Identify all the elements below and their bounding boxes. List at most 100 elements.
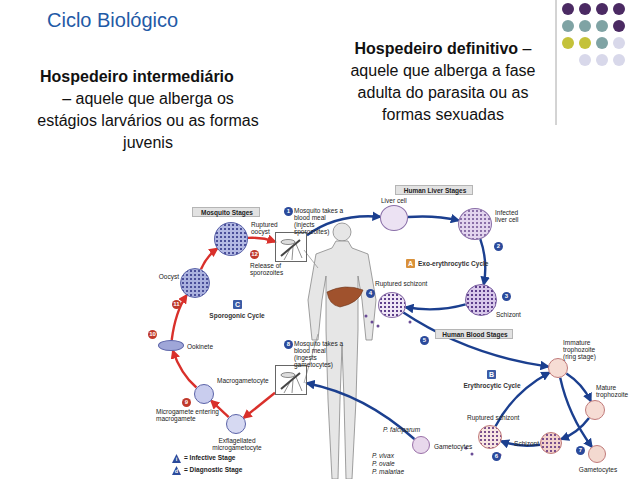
head: [333, 223, 351, 241]
definition-text: – aquele que alberga os estágios larvári…: [34, 88, 262, 154]
dot-grid: [562, 3, 625, 66]
callout-number: 7: [576, 446, 585, 455]
cycle-arrow: [403, 313, 548, 367]
dot: [562, 3, 574, 15]
stage-label: Schizont: [511, 440, 539, 447]
mosquito-wing: [281, 373, 295, 378]
diagram-note: P. malariae: [372, 468, 412, 475]
dot: [613, 37, 625, 49]
dot: [579, 37, 591, 49]
callout-number: 11: [172, 300, 181, 309]
callout-number: 2: [494, 242, 503, 251]
stage-label: Oocyst: [157, 273, 179, 280]
cycle-arrow: [173, 351, 197, 388]
definition-block: Hospedeiro intermediário– aquele que alb…: [34, 66, 262, 154]
section-header: Human Blood Stages: [435, 329, 513, 339]
merozoite: [371, 321, 374, 324]
stage-box: Mosquito takes a blood meal (ingests gam…: [275, 365, 307, 395]
stage-circle: Schizont: [465, 284, 497, 316]
stage-label: Schizont: [496, 311, 528, 318]
cycle-arrow: [244, 393, 275, 418]
cycle-arrow: [406, 304, 466, 309]
callout-number: 12: [250, 250, 259, 259]
legend-text: = Infective Stage: [184, 454, 235, 461]
dot: [596, 3, 608, 15]
cycle-arrow: [561, 418, 589, 439]
callout-number: 4: [366, 289, 375, 298]
dot: [613, 3, 625, 15]
definition-term: Hospedeiro intermediário: [34, 66, 262, 88]
cycle-letter: B: [487, 370, 496, 379]
callout-number: 6: [492, 452, 501, 461]
dot: [562, 37, 574, 49]
section-header: Mosquito Stages: [192, 207, 260, 217]
stage-label: Macrogametocyte: [217, 377, 273, 384]
stage-circle: Mature trophozoite: [585, 400, 605, 420]
legend-text: = Diagnostic Stage: [184, 466, 242, 473]
mosquito-legs: [284, 244, 302, 260]
header-text: Human Blood Stages: [436, 331, 514, 338]
merozoite: [377, 325, 380, 328]
body: [308, 241, 376, 479]
stage-label: Mature trophozoite: [596, 384, 636, 398]
cycle-letter: A: [406, 259, 415, 268]
diagram-note: Release of sporozoites: [250, 262, 290, 276]
callout-number: 5: [420, 336, 429, 345]
dot: [579, 3, 591, 15]
cycle-arrow: [172, 295, 187, 340]
stage-circle: Ruptured schizont: [378, 292, 406, 318]
merozoite: [471, 453, 474, 456]
dot: [596, 54, 608, 66]
stage-circle: Macrogametocyte: [194, 384, 214, 404]
stage-label: Gametocytes: [434, 443, 476, 450]
stage-circle: Infected liver cell: [458, 208, 492, 240]
infective-triangle: [172, 454, 181, 463]
stage-circle: Schizont: [540, 432, 562, 454]
cycle-arrow: [408, 216, 459, 220]
stage-label: Mosquito takes a blood meal (injects spo…: [294, 207, 344, 235]
merozoite: [409, 321, 412, 324]
cycle-arrow: [248, 238, 275, 242]
mosquito-glyphs: [281, 240, 318, 394]
dot: [579, 20, 591, 32]
callout-number: 8: [284, 340, 293, 349]
dot: [613, 54, 625, 66]
cycle-letter: C: [233, 300, 242, 309]
definition-term: Hospedeiro definitivo: [355, 40, 523, 57]
stage-label: Exflagellated microgametocyte: [205, 437, 269, 451]
mosquito-wing: [281, 240, 295, 245]
dot: [596, 37, 608, 49]
mosquito-body: [281, 373, 300, 389]
stage-symbol-letter: i: [172, 455, 181, 463]
diagram-note: P. ovale: [372, 460, 408, 467]
diagram-note: P. falciparum: [383, 426, 427, 433]
stage-circle: Gametocytes: [412, 436, 430, 454]
stage-label: Ruptured schizont: [375, 280, 439, 287]
callout-number: 9: [182, 398, 191, 407]
diagnostic-triangle: [172, 466, 181, 475]
liver: [327, 287, 363, 307]
stage-circle: Ruptured schizont: [478, 425, 502, 449]
diagram-note: Erythrocytic Cycle: [460, 382, 524, 389]
header-text: Human Liver Stages: [396, 187, 474, 194]
stage-circle: Gametocytes: [588, 445, 606, 463]
cycle-arrow: [201, 249, 217, 270]
diagram-note: Exo-erythrocytic Cycle: [418, 260, 494, 267]
mosquito-body: [281, 240, 300, 256]
dot: [613, 20, 625, 32]
stage-label: Immature trophozoite (ring stage): [563, 339, 607, 360]
legend-symbols: [172, 454, 181, 475]
dot: [562, 20, 574, 32]
stage-label: Gametocytes: [577, 466, 619, 473]
stage-circle: Ruptured oocyst: [214, 222, 248, 256]
definition-block: Hospedeiro definitivo– aquele que alberg…: [340, 38, 546, 126]
slide-title: Ciclo Biológico: [47, 8, 178, 32]
merozoite: [365, 315, 368, 318]
section-header: Human Liver Stages: [395, 185, 473, 195]
stage-circle: Oocyst: [180, 268, 210, 298]
callout-number: 1: [284, 207, 293, 216]
callout-number: 3: [502, 292, 511, 301]
stage-symbol-letter: d: [172, 467, 181, 475]
dot: [596, 20, 608, 32]
